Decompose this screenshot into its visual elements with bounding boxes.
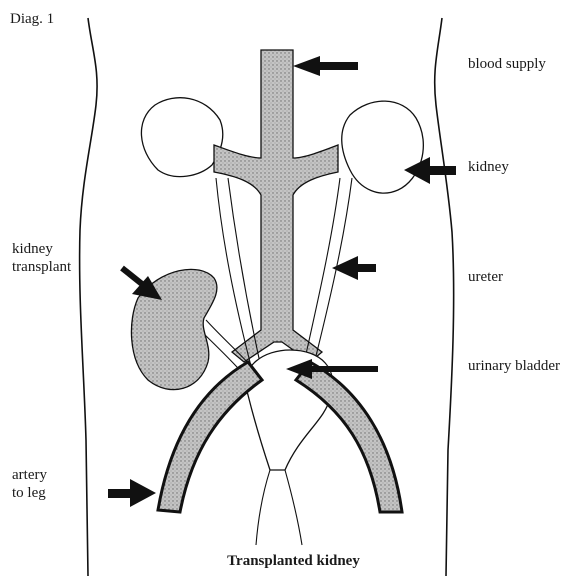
label-kidney: kidney xyxy=(468,158,509,176)
label-artery-to-leg: artery to leg xyxy=(12,466,47,502)
label-kidney-transplant-line2: transplant xyxy=(12,258,71,276)
label-ureter: ureter xyxy=(468,268,503,286)
urethra xyxy=(256,470,302,545)
right-kidney xyxy=(342,101,424,193)
label-blood-supply: blood supply xyxy=(468,55,546,73)
label-kidney-transplant-line1: kidney xyxy=(12,240,71,258)
body-outline-right xyxy=(435,18,454,576)
iliac-artery-right xyxy=(296,362,402,512)
figure-caption: Transplanted kidney xyxy=(0,553,587,570)
label-urinary-bladder: urinary bladder xyxy=(468,357,560,375)
diagram-number: Diag. 1 xyxy=(10,10,54,28)
label-kidney-transplant: kidney transplant xyxy=(12,240,71,276)
left-kidney xyxy=(141,98,222,177)
body-outline-left xyxy=(80,18,97,576)
aorta xyxy=(214,50,338,362)
label-artery-line2: to leg xyxy=(12,484,47,502)
arrow-artery-to-leg xyxy=(108,479,156,507)
arrow-blood-supply xyxy=(293,56,358,76)
label-artery-line1: artery xyxy=(12,466,47,484)
